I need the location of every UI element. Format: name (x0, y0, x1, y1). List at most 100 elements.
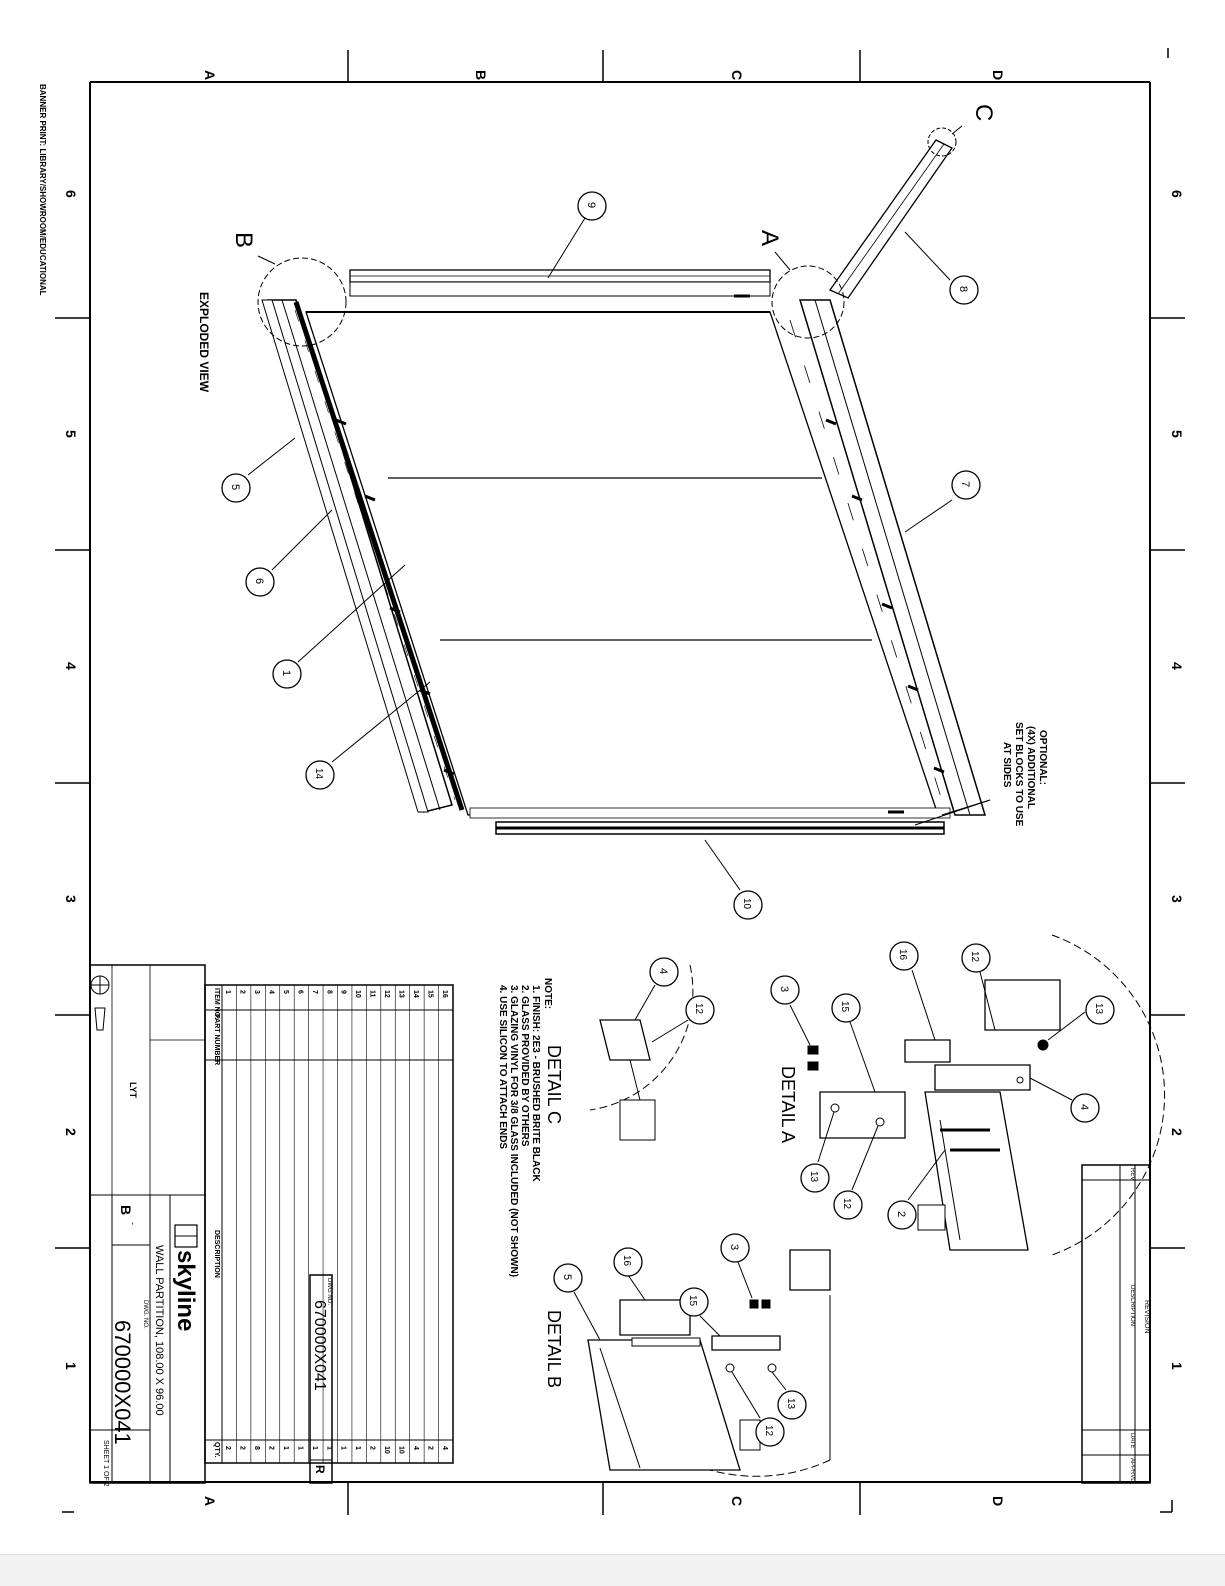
row-label-left-6: 6 (63, 190, 79, 198)
exploded-view: EXPLODED VIEW (197, 104, 1048, 920)
detail-marker-b: B (230, 232, 257, 248)
col-label-top-a: A (202, 70, 218, 80)
svg-text:3: 3 (728, 1244, 740, 1250)
balloon-5: 5 (221, 437, 296, 503)
bom-quantity: 4 (412, 1446, 419, 1450)
top-channel (261, 299, 465, 813)
optional-note-line-2: (4X) ADDITIONAL (1025, 726, 1036, 809)
column-labels: A B C D A C D (202, 70, 1006, 1506)
svg-text:13: 13 (785, 1398, 796, 1410)
detail-b: DETAIL B 16 3 15 5 13 12 (544, 1233, 831, 1477)
viewer-bottom-bar (0, 1554, 1225, 1586)
detail-b-balloon-13: 13 (771, 1371, 807, 1420)
bom-table: 1641521441310121011210191817161514238221… (204, 984, 454, 1464)
svg-text:16: 16 (897, 949, 908, 961)
side-dwg-tab: DWG NO. 670000X041 R (309, 1274, 333, 1484)
dwg-no: 670000X041 (110, 1320, 135, 1445)
bom-quantity: 1 (325, 1446, 332, 1450)
bom-item-number: 12 (383, 990, 390, 998)
detail-b-balloon-5: 5 (553, 1263, 601, 1341)
row-label-left-1: 1 (63, 1362, 79, 1370)
bom-quantity: 10 (397, 1446, 404, 1454)
bom-item-number: 3 (253, 990, 260, 994)
detail-c-balloon-12: 12 (651, 995, 715, 1043)
balloon-7: 7 (904, 470, 981, 533)
row-labels: 6 5 4 3 2 1 6 5 4 3 2 1 (63, 190, 1185, 1370)
drawn-by: LYT (128, 1082, 138, 1099)
svg-text:13: 13 (808, 1171, 819, 1183)
print-notice: BANNER PRINT: LIBRARY/SHOWROOM/EDUCATION… (38, 84, 47, 296)
row-label-left-3: 3 (63, 895, 79, 903)
svg-text:12: 12 (969, 951, 980, 963)
end-channel-top (349, 269, 771, 297)
detail-b-balloon-16: 16 (613, 1247, 646, 1301)
bom-item-number: 11 (369, 990, 376, 998)
title-block: skyline WALL PARTITION, 108.00 X 96.00 D… (89, 964, 206, 1487)
row-label-right-3: 3 (1169, 895, 1185, 903)
row-label-right-1: 1 (1169, 1362, 1185, 1370)
row-label-right-4: 4 (1169, 662, 1185, 670)
svg-text:1: 1 (280, 670, 292, 676)
note-3: 3. GLAZING VINYL FOR 3/8 GLASS INCLUDED … (508, 985, 519, 1277)
detail-a-balloon-13-bottom: 13 (800, 1111, 835, 1193)
detail-a-balloon-16: 16 (889, 941, 936, 1041)
balloon-9: 9 (547, 191, 607, 279)
svg-text:13: 13 (1093, 1003, 1104, 1015)
balloon-10: 10 (704, 839, 763, 920)
row-label-right-6: 6 (1169, 190, 1185, 198)
company-name: skyline (172, 1250, 199, 1331)
detail-a-title: DETAIL A (778, 1066, 798, 1143)
detail-c-balloon-4: 4 (634, 957, 679, 1021)
svg-text:16: 16 (621, 1255, 632, 1267)
svg-text:4: 4 (1078, 1104, 1090, 1110)
detail-circle-b (257, 257, 347, 347)
detail-b-balloon-15: 15 (679, 1287, 721, 1337)
note-1: 1. FINISH: 2E3 - BRUSHED BRITE BLACK (530, 985, 541, 1182)
svg-text:14: 14 (313, 768, 324, 780)
svg-text:12: 12 (763, 1425, 774, 1437)
row-label-right-2: 2 (1169, 1128, 1185, 1136)
bom-item-number: 13 (397, 990, 404, 998)
bom-quantity: 1 (340, 1446, 347, 1450)
col-label-bottom-a: A (202, 1496, 218, 1506)
detail-marker-c: C (970, 104, 997, 121)
col-label-top-c: C (729, 70, 745, 80)
sheet-size: B (118, 1205, 134, 1215)
bom-quantity: 1 (296, 1446, 303, 1450)
bom-item-number: 15 (426, 990, 433, 998)
title-rev: - (128, 1222, 138, 1225)
svg-text:12: 12 (841, 1198, 852, 1210)
svg-text:3: 3 (778, 986, 790, 992)
svg-text:9: 9 (585, 202, 597, 208)
col-label-top-b: B (473, 70, 489, 80)
sheet-count: SHEET 1 OF 2 (102, 1440, 109, 1487)
svg-text:5: 5 (229, 484, 241, 490)
col-label-top-d: D (990, 70, 1006, 80)
balloon-1: 1 (272, 564, 406, 689)
detail-a-balloon-12-bottom: 12 (833, 1125, 879, 1220)
col-label-bottom-c: C (729, 1496, 745, 1506)
notes-heading: NOTE: (542, 978, 553, 1009)
detail-b-title: DETAIL B (544, 1310, 564, 1388)
detail-a-balloon-15: 15 (831, 993, 876, 1093)
bom-item-number: 1 (224, 990, 231, 994)
bom-quantity: 1 (354, 1446, 361, 1450)
balloon-14: 14 (305, 681, 431, 790)
detail-c: DETAIL C 4 12 (544, 957, 715, 1141)
svg-text:2: 2 (895, 1211, 907, 1217)
bom-header-qty: QTY. (213, 1442, 220, 1458)
bom-quantity: 10 (383, 1446, 390, 1454)
bom-headers: ITEM NO. PART NUMBER DESCRIPTION QTY. (213, 988, 220, 1458)
detail-a: DETAIL A 16 12 13 3 15 4 (770, 934, 1165, 1256)
drawing-title: WALL PARTITION, 108.00 X 96.00 (153, 1245, 165, 1416)
optional-note: OPTIONAL: (4X) ADDITIONAL SET BLOCKS TO … (1001, 722, 1048, 827)
bom-header-desc: DESCRIPTION (213, 1230, 220, 1278)
side-dwg-label: DWG NO. (326, 1278, 332, 1305)
svg-text:5: 5 (561, 1274, 573, 1280)
revision-header-date: DATE (1129, 1433, 1135, 1449)
detail-b-balloon-3: 3 (720, 1233, 753, 1299)
bom-item-number: 4 (268, 990, 275, 994)
svg-text:7: 7 (959, 481, 971, 487)
note-2: 2. GLASS PROVIDED BY OTHERS (519, 985, 530, 1147)
bom-quantity: 8 (253, 1446, 260, 1450)
